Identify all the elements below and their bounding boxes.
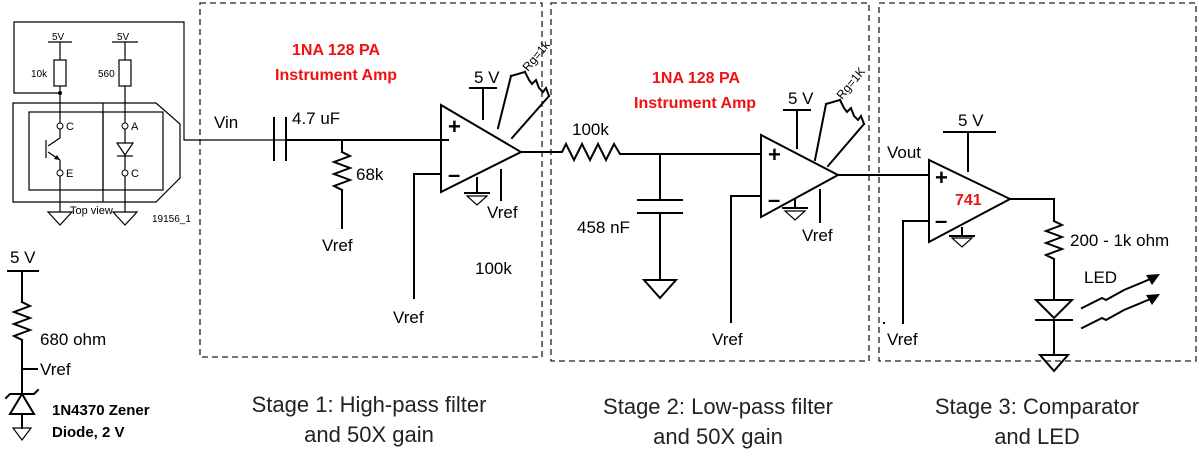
vin-label: Vin (214, 113, 238, 132)
stage1-caption-1: Stage 1: High-pass filter (252, 392, 487, 417)
resistor-100k (550, 141, 627, 163)
opamp-741 (928, 158, 1013, 244)
sensor-package (12, 102, 181, 203)
optical-sensor: 5V 5V 10k 560 C E A C (12, 21, 290, 226)
pin-a-label: A (131, 121, 139, 133)
ref-supply-label: 5 V (10, 248, 36, 267)
amp2-title-1: 1NA 128 PA (652, 70, 740, 87)
ref-vref-label: Vref (40, 360, 71, 379)
ref-resistor-label: 680 ohm (40, 330, 106, 349)
sensor-supply-left: 5V (52, 32, 65, 43)
rg-resistor-2 (838, 98, 866, 126)
sensor-resistor-560 (118, 59, 132, 87)
resistor-68k (331, 150, 353, 192)
opamp-label: 741 (955, 192, 982, 209)
resistor-680 (11, 300, 33, 342)
led (1033, 299, 1075, 320)
opamp-supply: 5 V (958, 111, 984, 130)
part-code-label: 19156_1 (152, 214, 191, 225)
zener-label-2: Diode, 2 V (52, 424, 125, 441)
pin-e-label: E (66, 168, 73, 180)
stage3-caption-1: Stage 3: Comparator (935, 394, 1139, 419)
zener-label-1: 1N4370 Zener (52, 402, 150, 419)
amp1-plus: + (448, 114, 461, 139)
stage3-caption-2: and LED (994, 424, 1080, 449)
opamp-plus: + (935, 165, 948, 190)
rg2-label: Rg=1K (834, 65, 869, 102)
res100k-label: 100k (572, 120, 609, 139)
amp1-vref-out: Vref (487, 203, 518, 222)
vref-res-label: Vref (322, 236, 353, 255)
amp1-minus: – (448, 162, 460, 187)
cap2-label: 458 nF (577, 218, 630, 237)
amp1-title-2: Instrument Amp (275, 67, 397, 84)
cap1-label: 4.7 uF (292, 109, 340, 128)
stage2-caption-2: and 50X gain (653, 424, 783, 449)
opamp-vref: Vref (887, 330, 918, 349)
top-view-label: Top view (70, 205, 113, 217)
instrument-amp-2 (760, 133, 841, 219)
light-arrow-2 (1080, 298, 1150, 330)
res68k-label: 68k (356, 165, 384, 184)
pin-c2-label: C (131, 168, 139, 180)
opamp-minus: – (935, 208, 947, 233)
sensor-r-left-label: 10k (31, 69, 48, 80)
stage1-caption-2: and 50X gain (304, 422, 434, 447)
stage1-circuit: Vin 4.7 uF 68k Vref 1NA 128 PA Instrumen… (214, 37, 553, 327)
vout-label: Vout (887, 143, 921, 162)
led-label: LED (1084, 268, 1117, 287)
amp2-vref-out: Vref (802, 226, 833, 245)
amp1-vref-in: Vref (393, 308, 424, 327)
reference-circuit: 5 V 680 ohm Vref 1N4370 Zener Diode, 2 V (4, 248, 150, 441)
instrument-amp-1 (440, 103, 524, 194)
stage2-circuit: 100k 458 nF 1NA 128 PA Instrument Amp + … (550, 65, 930, 349)
amp2-vref-in: Vref (712, 330, 743, 349)
stage1-note: 100k (475, 259, 512, 278)
amp2-title-2: Instrument Amp (634, 95, 756, 112)
rg-resistor-1 (523, 70, 551, 98)
amp1-supply: 5 V (474, 68, 500, 87)
rg1-label: Rg=1k (520, 37, 554, 74)
stage2-box (550, 2, 870, 362)
stage1-box (199, 2, 543, 358)
amp2-minus: – (768, 187, 780, 212)
sensor-supply-right: 5V (117, 32, 130, 43)
stage3-circuit: Vout + – 741 5 V Vref 200 - 1k ohm LED (883, 111, 1169, 373)
amp2-plus: + (768, 142, 781, 167)
pin-c-label: C (66, 121, 74, 133)
light-arrow-1 (1080, 278, 1150, 310)
sensor-resistor-10k (53, 59, 67, 87)
stage3-box (878, 2, 1197, 362)
resistor-led (1043, 219, 1065, 261)
zener-diode (8, 392, 36, 415)
sensor-r-right-label: 560 (98, 69, 115, 80)
amp1-title-1: 1NA 128 PA (292, 42, 380, 59)
amp2-supply: 5 V (788, 89, 814, 108)
stage2-caption-1: Stage 2: Low-pass filter (603, 394, 833, 419)
led-res-label: 200 - 1k ohm (1070, 231, 1169, 250)
